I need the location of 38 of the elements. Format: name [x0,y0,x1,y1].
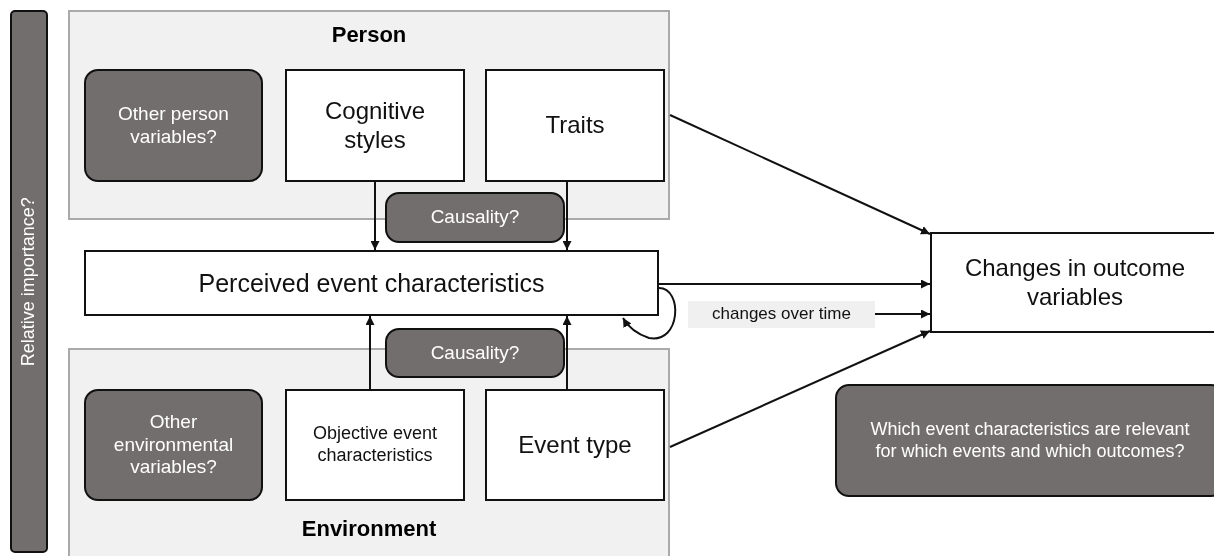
arrow [370,181,380,251]
side-bar [10,10,48,553]
arrow [874,309,931,319]
arrow [622,287,677,340]
question-box [84,69,263,182]
node-label: Causality? [429,341,521,365]
node-label: Which event characteristics are relevant for which events and which outcomes? [869,418,1191,463]
node-label: Changes in outcome variables [963,253,1187,312]
question-box [835,384,1214,497]
concept-box [485,389,665,501]
node-label: Perceived event characteristics [197,268,546,298]
concept-box [84,250,659,316]
node-label: Other person variables? [117,102,230,149]
arrow [658,279,931,289]
node-label: Relative importance? [18,196,40,367]
arrow [562,181,572,251]
node-label: Traits [544,111,606,140]
arrow [669,330,931,448]
node-label: changes over time [712,304,851,325]
group-heading: Environment [301,515,437,542]
arrow [365,315,375,390]
node-label: Other environmental variables? [112,410,235,480]
node-label: Event type [517,430,633,460]
label-box [688,301,875,328]
node-label: Cognitive styles [323,96,427,155]
concept-box [485,69,665,182]
concept-box [285,69,465,182]
concept-box [285,389,465,501]
node-label: Objective event characteristics [311,423,439,467]
arrow [669,114,931,235]
question-box [385,328,565,378]
outcome-box [930,232,1214,333]
arrow [562,315,572,390]
question-box [84,389,263,501]
question-box [385,192,565,243]
group-heading: Person [331,22,407,49]
group-panel [68,348,670,556]
node-label: Causality? [429,206,521,229]
